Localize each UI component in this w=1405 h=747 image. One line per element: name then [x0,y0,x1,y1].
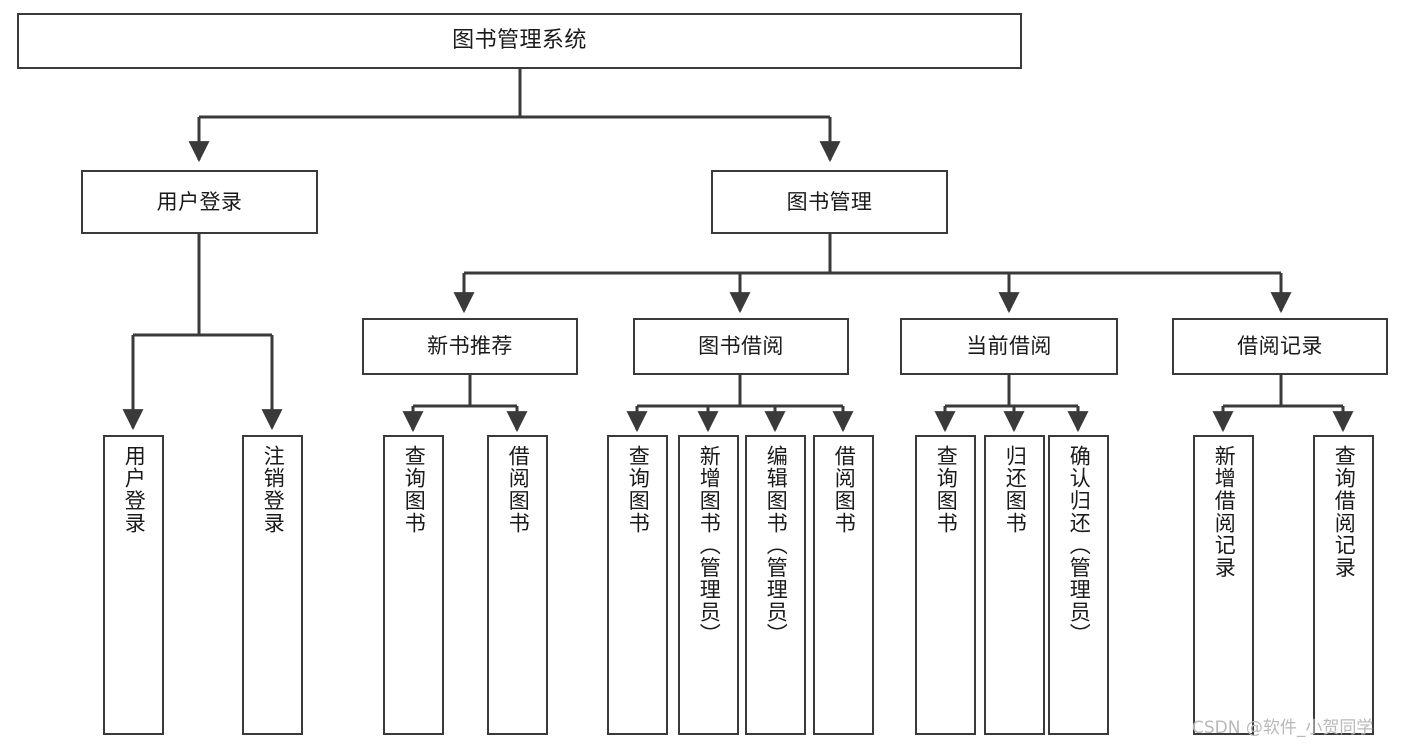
node-label: 借阅图书 [832,445,857,535]
node-label: 借阅图书 [506,445,531,535]
node-label: 当前借阅 [966,334,1052,359]
leaf-borrow-book-borrow[interactable]: 借阅图书 [813,435,874,735]
leaf-query-book-current[interactable]: 查询图书 [915,435,976,735]
leaf-return-book[interactable]: 归还图书 [984,435,1045,735]
leaf-query-book-recommend[interactable]: 查询图书 [383,435,444,735]
node-label: 查询图书 [626,445,651,535]
leaf-user-login[interactable]: 用户登录 [103,435,164,735]
leaf-confirm-return-admin[interactable]: 确认归还（管理员） [1048,435,1109,735]
node-label: 确认归还（管理员） [1067,445,1092,646]
node-label: 借阅记录 [1237,334,1323,359]
node-label: 新增借阅记录 [1212,445,1237,579]
node-user-login[interactable]: 用户登录 [81,170,318,234]
leaf-query-borrow-record[interactable]: 查询借阅记录 [1313,435,1374,735]
leaf-add-borrow-record[interactable]: 新增借阅记录 [1193,435,1254,735]
node-new-book-recommend[interactable]: 新书推荐 [362,318,578,375]
node-label: 图书管理系统 [452,28,587,54]
node-label: 查询借阅记录 [1332,445,1357,579]
node-book-management[interactable]: 图书管理 [711,170,948,234]
csdn-watermark: CSDN @软件_小贺同学 [1192,718,1374,738]
node-label: 图书管理 [786,189,873,214]
node-label: 用户登录 [156,189,243,214]
node-current-borrow[interactable]: 当前借阅 [900,318,1118,375]
node-label: 查询图书 [934,445,959,535]
node-label: 编辑图书（管理员） [764,445,789,646]
node-label: 归还图书 [1003,445,1028,535]
node-root-system[interactable]: 图书管理系统 [17,13,1022,69]
node-label: 新增图书（管理员） [697,445,722,646]
node-borrow-record[interactable]: 借阅记录 [1172,318,1388,375]
node-label: 图书借阅 [698,334,784,359]
leaf-edit-book-admin[interactable]: 编辑图书（管理员） [745,435,806,735]
node-label: 新书推荐 [427,334,513,359]
leaf-query-book-borrow[interactable]: 查询图书 [607,435,668,735]
leaf-logout[interactable]: 注销登录 [242,435,303,735]
node-label: 用户登录 [122,445,147,535]
leaf-add-book-admin[interactable]: 新增图书（管理员） [678,435,739,735]
node-label: 注销登录 [261,445,286,535]
node-book-borrow[interactable]: 图书借阅 [633,318,849,375]
leaf-borrow-book-recommend[interactable]: 借阅图书 [487,435,548,735]
node-label: 查询图书 [402,445,427,535]
